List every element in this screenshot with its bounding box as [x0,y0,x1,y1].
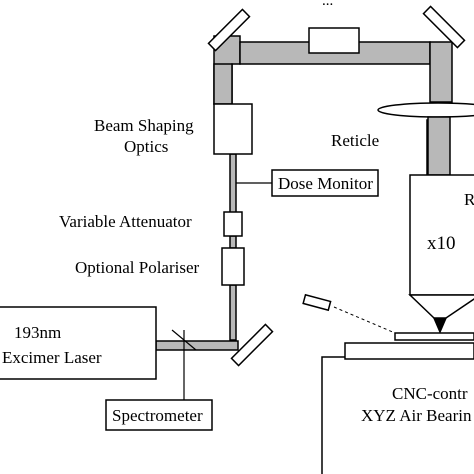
label-objective: x10 [427,233,456,254]
label-cnc-line2: XYZ Air Bearin [361,406,472,425]
polariser-box [221,247,245,286]
beam-right-to-objective [427,116,451,176]
reticle-lens [377,102,474,118]
dose-monitor-box [271,169,379,197]
beam-left-bottom-segment [229,284,237,341]
stage-plate [344,342,474,360]
label-dose-monitor: Dose Monitor [278,174,373,193]
label-spectrometer: Spectrometer [112,406,203,425]
beam-top-right-corner [429,41,453,103]
label-laser-line2: Excimer Laser [2,348,102,367]
spectrometer-box [105,399,213,431]
label-optional-polariser: Optional Polariser [75,258,200,277]
mirror-bottom-right [230,323,274,367]
objective-needle [432,317,448,334]
mirror-pickoff [302,293,332,312]
pickoff-dashed-line [333,306,396,334]
beam-shaping-optics-box [213,103,253,155]
beam-left-connector [213,63,233,105]
objective-lens [408,174,474,334]
mirror-top-right [422,5,466,49]
excimer-laser-box [0,306,157,380]
label-beam-shaping-line1: Beam Shaping [94,116,194,135]
stage-cable [321,356,345,474]
top-beam-element [308,27,360,54]
label-laser-line1: 193nm [14,323,61,342]
sample-wedge [394,332,474,341]
objective-body [409,174,474,296]
label-beam-shaping-line2: Optics [124,137,168,156]
sample-stage [321,332,474,474]
mirrors [207,5,466,367]
label-variable-attenuator: Variable Attenuator [59,212,192,231]
label-reticle: Reticle [331,131,379,150]
mirror-top-left [207,8,251,52]
label-top-clipped: ... [322,0,333,9]
label-cnc-line1: CNC-contr [392,384,468,403]
variable-attenuator-box [223,211,243,237]
spectrometer-beam-tap [171,329,197,351]
beam-left-lower-segment [229,235,237,249]
label-right-clipped-r: R [464,190,474,209]
beam-horizontal-bottom [155,340,239,351]
beam-left-mid-segment [229,153,237,215]
